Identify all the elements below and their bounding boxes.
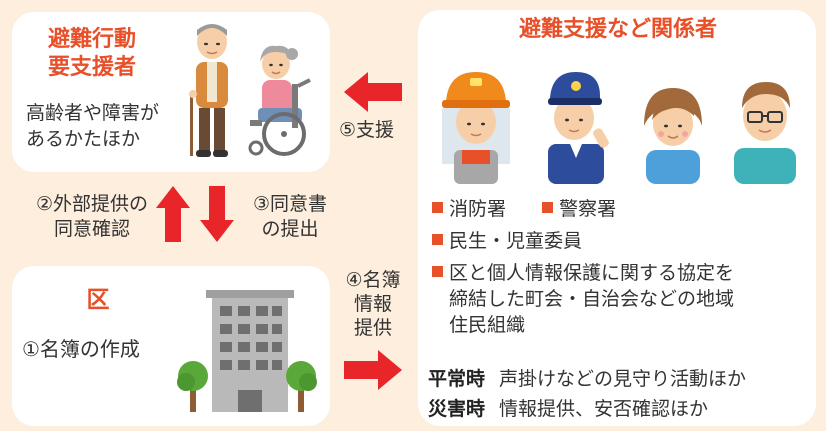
bullet-square-icon [432, 266, 443, 277]
ward-office-building-illustration [177, 290, 317, 412]
left-arrow-icon [344, 72, 402, 112]
consent-document-line2: の提出 [261, 218, 319, 240]
list-row-community: 区と個人情報保護に関する協定を [432, 260, 810, 286]
down-arrow-icon [200, 186, 234, 242]
list-row-police-fire: 消防署 警察署 [432, 196, 810, 222]
disaster-time-text: 情報提供、安否確認ほか [499, 398, 709, 420]
list-row-community-cont2: 住民組織 [432, 312, 810, 338]
list-item: 民生・児童委員 [449, 230, 583, 252]
list-item: 締結した町会・自治会などの地域 [449, 288, 735, 310]
list-row-welfare: 民生・児童委員 [432, 228, 810, 254]
roster-info-line3: 提供 [353, 317, 392, 339]
list-row-community-cont: 締結した町会・自治会などの地域 [432, 286, 810, 312]
disaster-time-label: 災害時 [428, 398, 486, 420]
create-roster-step: ①名簿の作成 [22, 337, 140, 361]
list-item: 消防署 [449, 198, 507, 220]
recipients-description-line1: 高齢者や障害が [26, 102, 160, 124]
stakeholders-title: 避難支援など関係者 [518, 17, 717, 42]
up-arrow-icon [156, 186, 190, 242]
ward-title: 区 [86, 287, 110, 313]
right-arrow-icon [344, 350, 402, 390]
external-consent-line1: ②外部提供の [35, 193, 149, 215]
external-consent-label: ②外部提供の 同意確認 [22, 192, 162, 242]
woman-resident-illustration [644, 88, 702, 184]
consent-document-line1: ③同意書 [252, 193, 328, 215]
elderly-man-illustration [189, 24, 228, 157]
man-resident-illustration [734, 82, 796, 184]
support-flow-label: ⑤支援 [339, 119, 395, 141]
normal-time-label: 平常時 [428, 368, 486, 390]
roster-info-line2: 情報 [353, 293, 392, 315]
recipients-title-line1: 避難行動 [47, 27, 136, 52]
recipients-description-line2: あるかたほか [26, 128, 141, 150]
disaster-time-row: 災害時情報提供、安否確認ほか [428, 394, 708, 421]
recipients-description: 高齢者や障害が あるかたほか [26, 100, 226, 152]
recipients-title: 避難行動 要支援者 [30, 26, 154, 82]
wheelchair-woman-illustration [248, 45, 311, 156]
bullet-square-icon [432, 202, 443, 213]
roster-info-line1: ④名簿 [345, 269, 401, 291]
normal-time-row: 平常時声掛けなどの見守り活動ほか [428, 364, 746, 391]
police-officer-illustration [548, 72, 609, 184]
list-item: 住民組織 [449, 314, 526, 336]
roster-info-label: ④名簿 情報 提供 [343, 268, 403, 340]
external-consent-line2: 同意確認 [53, 218, 130, 240]
list-item: 区と個人情報保護に関する協定を [449, 262, 735, 284]
consent-document-label: ③同意書 の提出 [243, 192, 337, 242]
firefighter-illustration [442, 72, 510, 184]
list-item: 警察署 [559, 198, 617, 220]
normal-time-text: 声掛けなどの見守り活動ほか [499, 368, 747, 390]
bullet-square-icon [542, 202, 554, 213]
stakeholder-list: 消防署 警察署 民生・児童委員 区と個人情報保護に関する協定を 締結した町会・自… [432, 196, 810, 338]
bullet-square-icon [432, 234, 443, 245]
recipients-title-line2: 要支援者 [47, 55, 136, 80]
